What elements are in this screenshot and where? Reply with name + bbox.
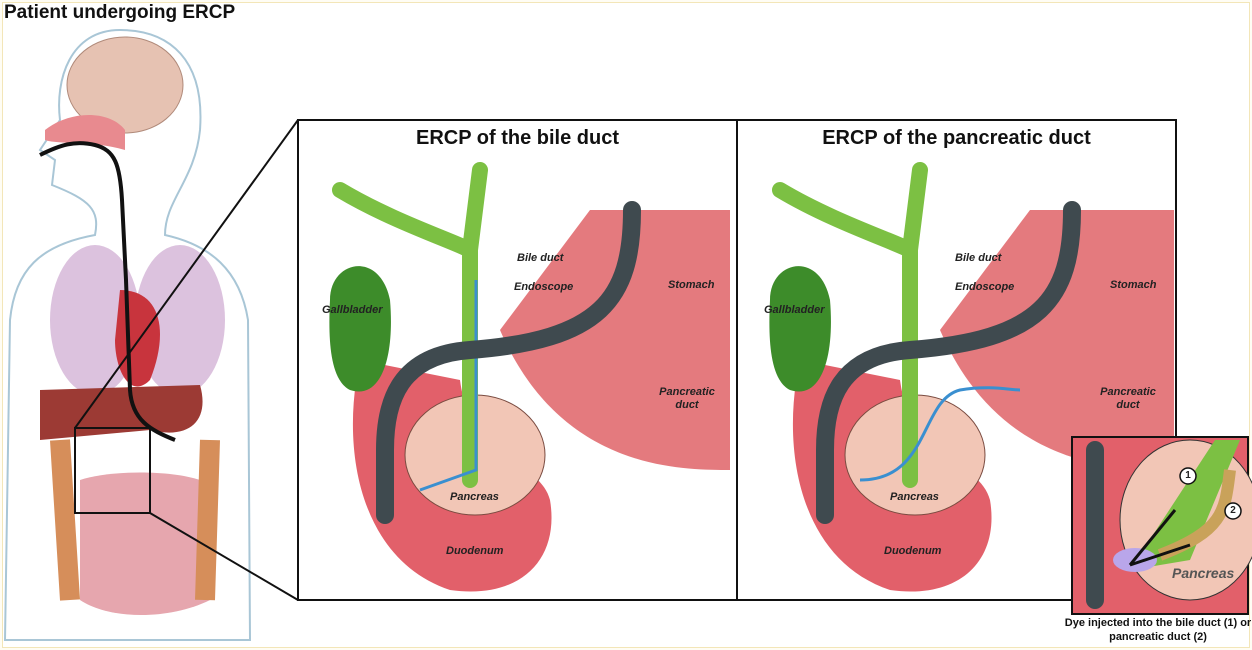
pancreatic-duct-panel <box>736 119 1177 601</box>
zoom-region-box <box>74 427 151 514</box>
label-duodenum: Duodenum <box>884 545 942 557</box>
dye-injection-inset <box>1071 436 1252 615</box>
label-pancreatic-duct: Pancreatic duct <box>659 386 715 411</box>
inset-label-pancreas: Pancreas <box>1172 565 1235 581</box>
gallbladder <box>329 266 391 392</box>
panel-title-bile-duct: ERCP of the bile duct <box>416 127 619 149</box>
endoscope-path <box>39 141 176 442</box>
arrow-2-icon <box>1129 543 1191 567</box>
inset-caption: Dye injected into the bile duct (1) or p… <box>1064 617 1252 643</box>
marker-1 <box>1179 467 1197 485</box>
arrow-1-icon <box>1128 509 1177 566</box>
label-gallbladder: Gallbladder <box>764 304 825 316</box>
marker-1-label: 1 <box>1185 470 1191 481</box>
label-duodenum: Duodenum <box>446 545 504 557</box>
page-title: Patient undergoing ERCP <box>4 2 236 23</box>
label-gallbladder: Gallbladder <box>322 304 383 316</box>
marker-2 <box>1224 502 1242 520</box>
label-endoscope: Endoscope <box>514 281 574 293</box>
label-endoscope: Endoscope <box>955 281 1015 293</box>
label-stomach: Stomach <box>1110 279 1157 291</box>
label-pancreas: Pancreas <box>890 491 939 503</box>
intestines <box>80 472 210 615</box>
panel-title-pancreatic-duct: ERCP of the pancreatic duct <box>822 127 1091 149</box>
label-bile-duct: Bile duct <box>517 252 564 264</box>
liver <box>40 385 203 440</box>
bile-duct-panel <box>297 119 738 601</box>
label-pancreas: Pancreas <box>450 491 499 503</box>
marker-2-label: 2 <box>1230 505 1236 516</box>
label-pancreatic-duct: Pancreatic duct <box>1100 386 1156 411</box>
label-bile-duct: Bile duct <box>955 252 1002 264</box>
label-stomach: Stomach <box>668 279 715 291</box>
endoscope <box>376 201 641 524</box>
patient-body-figure <box>3 28 299 641</box>
